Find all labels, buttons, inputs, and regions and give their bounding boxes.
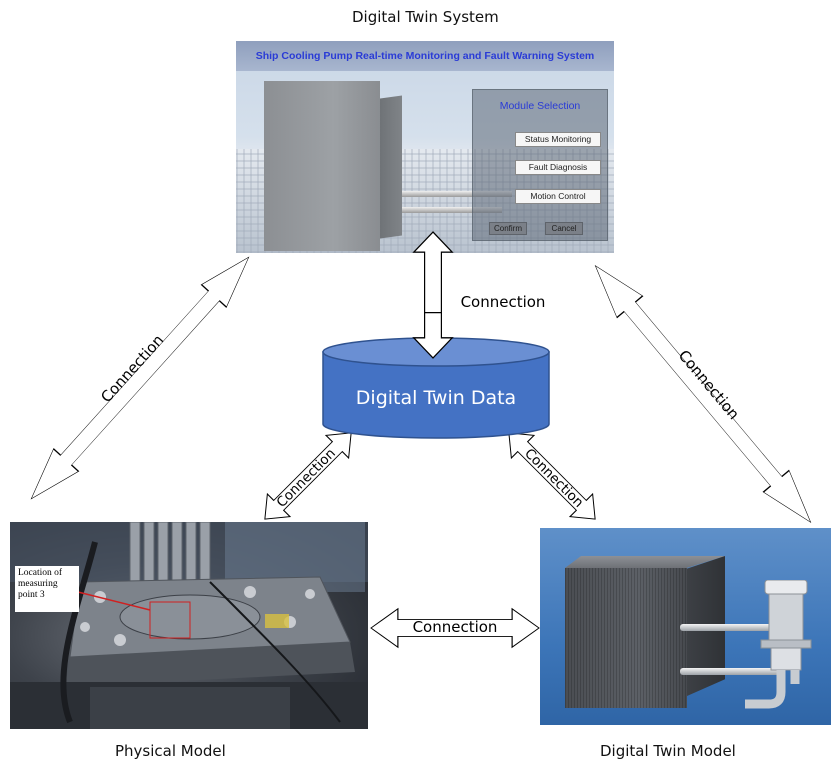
scene-pipe-upper — [402, 191, 512, 197]
digital-twin-model-render — [540, 528, 831, 725]
digital-twin-model-caption: Digital Twin Model — [600, 742, 736, 760]
model-cabinet-front — [565, 568, 687, 708]
module-selection-title: Module Selection — [499, 100, 581, 112]
label-data-twin-model: Connection — [521, 446, 586, 511]
model-pipe-upper — [680, 624, 776, 631]
physical-model-caption: Physical Model — [115, 742, 226, 760]
label-data-physical: Connection — [274, 446, 339, 511]
scene-pipe-lower — [402, 207, 502, 213]
label-system-data: Connection — [461, 293, 546, 311]
measuring-point-callout: Location of measuring point 3 — [15, 566, 79, 612]
model-pipe-lower — [680, 668, 780, 675]
digital-twin-system-screenshot: Ship Cooling Pump Real-time Monitoring a… — [236, 41, 614, 253]
model-cabinet-top — [565, 556, 725, 568]
physical-model-photo: Location of measuring point 3 — [10, 522, 368, 729]
confirm-button[interactable]: Confirm — [489, 222, 527, 235]
status-monitoring-button[interactable]: Status Monitoring — [515, 132, 601, 147]
module-selection-panel: Module Selection Status Monitoring Fault… — [472, 89, 608, 241]
scene-cabinet — [264, 81, 380, 251]
label-physical-twin-model: Connection — [413, 618, 498, 636]
arrow-system-data-overlay — [412, 312, 454, 359]
system-title: Ship Cooling Pump Real-time Monitoring a… — [236, 41, 614, 71]
database-cylinder-icon — [322, 337, 550, 439]
digital-twin-system-caption: Digital Twin System — [352, 8, 499, 26]
motion-control-button[interactable]: Motion Control — [515, 189, 601, 204]
cancel-button[interactable]: Cancel — [545, 222, 583, 235]
fault-diagnosis-button[interactable]: Fault Diagnosis — [515, 160, 601, 175]
arrow-system-physical — [17, 244, 263, 512]
database-label: Digital Twin Data — [355, 387, 517, 409]
model-pump-icon — [745, 580, 812, 709]
pump-test-rig-image — [10, 522, 368, 729]
arrow-system-twin-model — [581, 253, 825, 535]
